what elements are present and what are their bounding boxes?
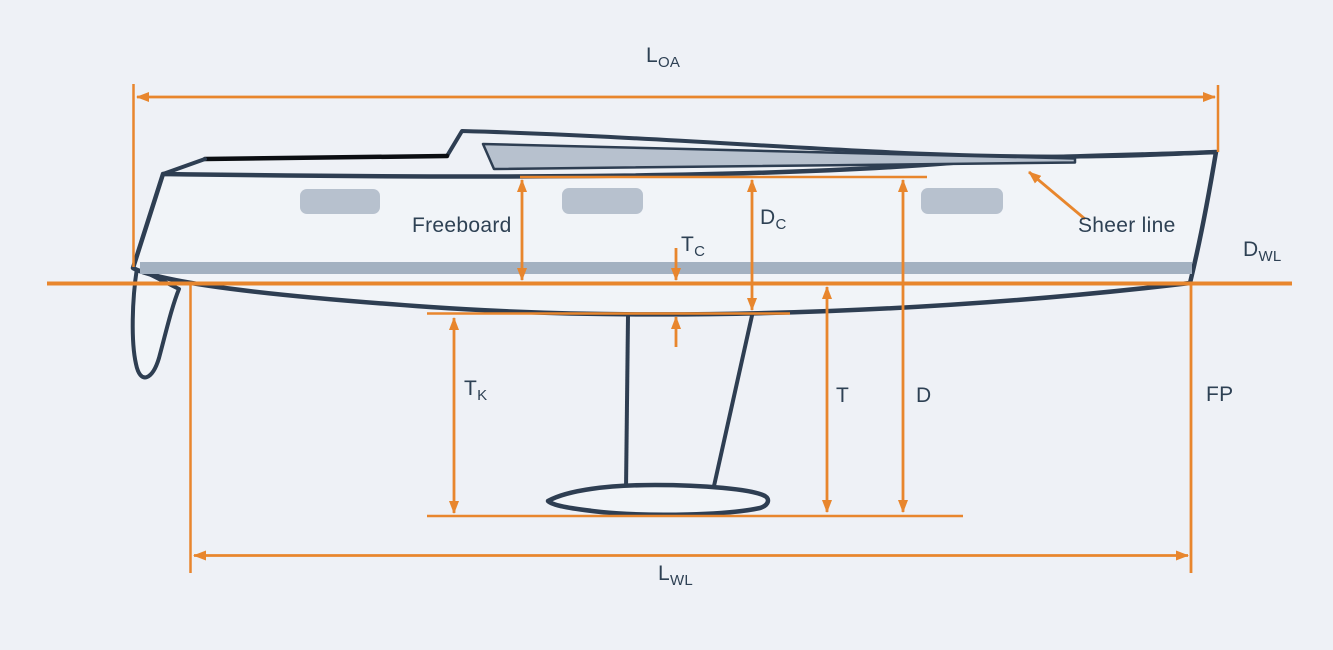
label-lwl: LWL — [658, 562, 693, 589]
boot-stripe — [140, 262, 1192, 274]
keel-fin-trailing-edge — [712, 310, 755, 487]
label-sheer-line: Sheer line — [1078, 214, 1176, 237]
keel-fin-leading-edge — [624, 315, 630, 491]
hull-port-aft — [300, 189, 380, 214]
transom-to-coaming-line — [161, 157, 207, 176]
label-tk: TK — [464, 377, 488, 404]
sheer-line-pointer-arrow — [1028, 170, 1086, 221]
label-dc: DC — [760, 206, 787, 233]
label-fp: FP — [1206, 383, 1234, 406]
label-loa: LOA — [646, 44, 681, 71]
hull-port-fore — [921, 188, 1003, 214]
rudder — [130, 266, 181, 380]
label-d: D — [916, 384, 932, 407]
label-tc: TC — [681, 233, 706, 260]
dimension-lines — [47, 84, 1292, 573]
boat-drawing — [130, 129, 1219, 518]
hull-port-mid — [562, 188, 643, 214]
keel-bulb — [545, 482, 771, 518]
label-freeboard: Freeboard — [412, 214, 512, 237]
coachroof-window — [481, 142, 1077, 171]
label-t: T — [836, 384, 850, 407]
cockpit-coaming-line — [202, 153, 450, 162]
label-dwl: DWL — [1243, 238, 1282, 265]
